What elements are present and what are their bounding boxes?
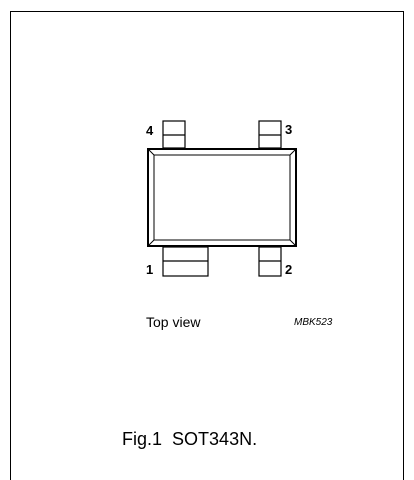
bevel-bottom-left — [147, 239, 155, 247]
pin-1-label: 1 — [146, 262, 153, 277]
figure-caption: Fig.1 SOT343N. — [122, 429, 257, 450]
pin-3-lead — [258, 120, 282, 149]
view-label: Top view — [146, 314, 201, 330]
bevel-top-right — [289, 148, 297, 156]
bevel-top-left — [147, 148, 155, 156]
figure-title: SOT343N. — [172, 429, 258, 449]
package-body-outer — [147, 148, 297, 247]
pin-2-label: 2 — [285, 262, 292, 277]
pin-1-lead — [162, 246, 209, 277]
pin-3-label: 3 — [285, 122, 292, 137]
pin-4-label: 4 — [146, 123, 154, 138]
bevel-bottom-right — [289, 239, 297, 247]
pin-4-lead — [162, 120, 186, 149]
figure-frame — [10, 11, 404, 480]
package-body-inner — [153, 154, 291, 241]
figure-number: Fig.1 — [122, 429, 163, 449]
pin-2-lead — [258, 246, 282, 277]
reference-code: MBK523 — [294, 317, 333, 328]
